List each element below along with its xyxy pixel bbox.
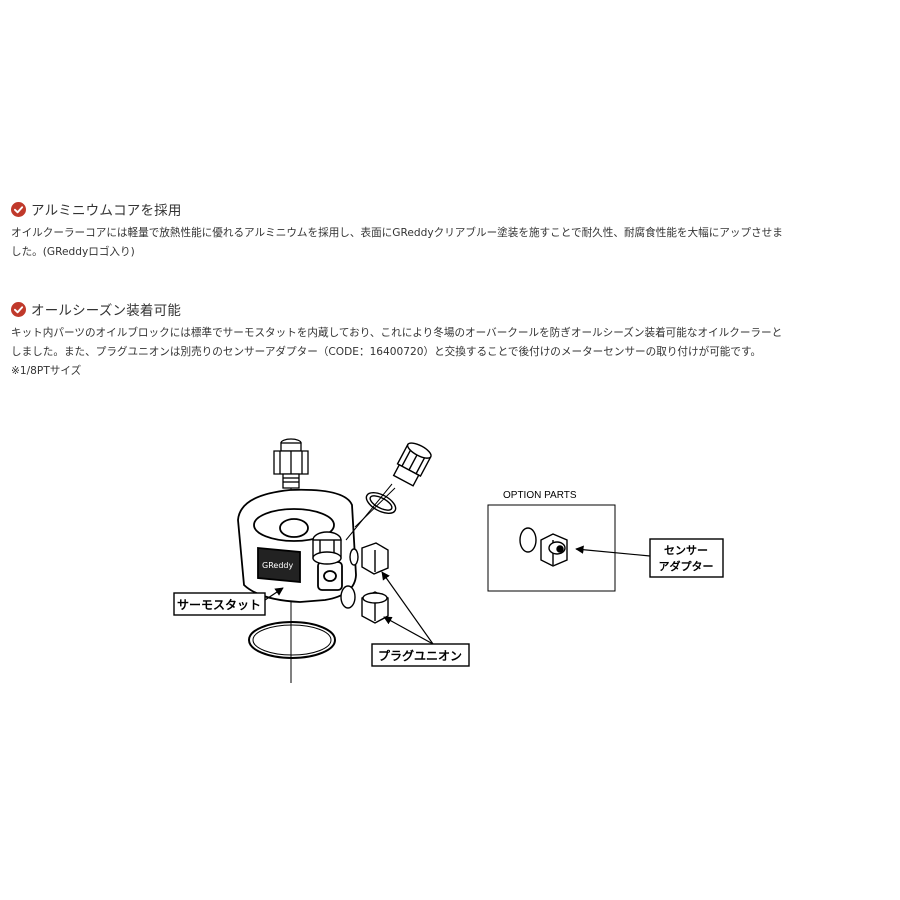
body-line: キット内パーツのオイルブロックには標準でサーモスタットを内蔵しており、これにより…: [11, 327, 783, 339]
check-circle-icon: [11, 201, 26, 217]
sensor-adapter-callout: センサー アダプター: [575, 538, 724, 578]
sensor-adapter-label-line2: アダプター: [659, 559, 714, 573]
plug-union-lower-icon: [340, 585, 389, 624]
section-body: オイルクーラーコアには軽量で放熱性能に優れるアルミニウムを採用し、表面にGRed…: [11, 224, 891, 262]
oil-block-body-icon: GReddy: [237, 488, 357, 603]
thermostat-label: サーモスタット: [177, 598, 261, 612]
thermostat-callout: サーモスタット: [173, 587, 284, 616]
section-header: オールシーズン装着可能: [11, 298, 891, 320]
svg-text:GReddy: GReddy: [262, 561, 293, 570]
plug-union-callout: プラグユニオン: [371, 571, 470, 667]
body-line: ※1/8PTサイズ: [11, 365, 82, 377]
section-title: アルミニウムコアを採用: [31, 203, 182, 219]
angled-fitting-icon: [345, 442, 432, 541]
section-body: キット内パーツのオイルブロックには標準でサーモスタットを内蔵しており、これにより…: [11, 324, 891, 381]
body-line: した。(GReddyロゴ入り): [11, 246, 135, 258]
body-line: しました。また、プラグユニオンは別売りのセンサーアダプター（CODE：16400…: [11, 346, 762, 358]
body-line: オイルクーラーコアには軽量で放熱性能に優れるアルミニウムを採用し、表面にGRed…: [11, 227, 783, 239]
section-all-season: オールシーズン装着可能 キット内パーツのオイルブロックには標準でサーモスタットを…: [11, 298, 891, 381]
large-o-ring-icon: [248, 621, 336, 659]
plug-union-upper-icon: [349, 542, 389, 575]
plug-union-label: プラグユニオン: [378, 648, 462, 663]
check-circle-icon: [11, 301, 26, 317]
large-o-ring-inner: [252, 624, 332, 656]
section-aluminum-core: アルミニウムコアを採用 オイルクーラーコアには軽量で放熱性能に優れるアルミニウム…: [11, 198, 891, 262]
option-parts-title: OPTION PARTS: [503, 490, 577, 501]
section-header: アルミニウムコアを採用: [11, 198, 891, 220]
block-fitting-icon: [312, 531, 342, 565]
top-fitting-icon: [273, 438, 309, 489]
sensor-adapter-label-line1: センサー: [664, 544, 708, 557]
sensor-adapter-part-icon: [519, 527, 568, 567]
section-title: オールシーズン装着可能: [31, 303, 182, 319]
